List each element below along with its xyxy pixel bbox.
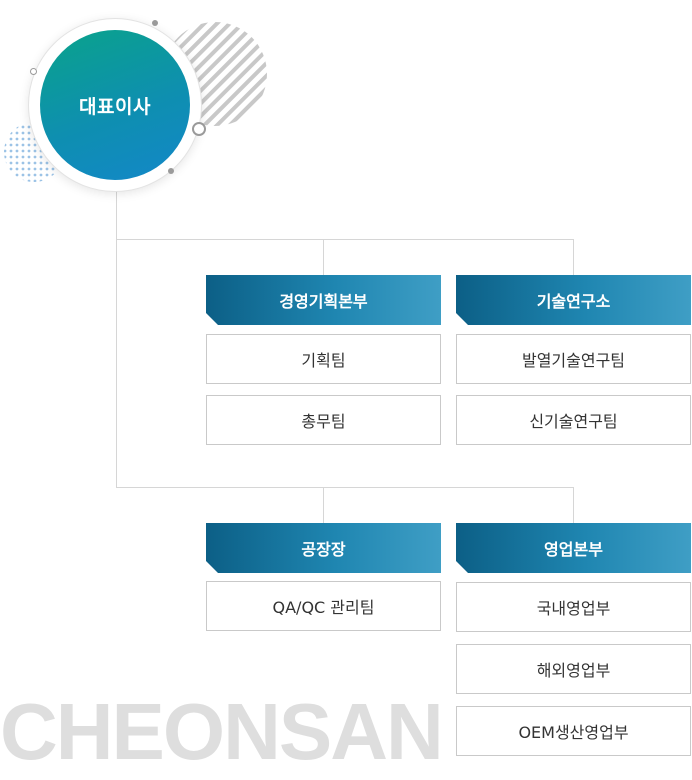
ring-dot-bottom [168, 168, 174, 174]
dept-header-factory: 공장장 [206, 523, 441, 573]
connector-row2 [116, 487, 574, 488]
connector-row1 [116, 239, 574, 240]
ring-dot-left [30, 68, 37, 75]
team-box: 발열기술연구팀 [456, 334, 691, 384]
connector-row1-drop-right [573, 239, 574, 275]
ceo-label: 대표이사 [79, 95, 151, 118]
team-box: 신기술연구팀 [456, 395, 691, 445]
watermark-logo: CHEONSAN [0, 687, 444, 776]
team-box: OEM생산영업부 [456, 706, 691, 756]
team-box: 국내영업부 [456, 582, 691, 632]
ceo-node: 대표이사 [0, 0, 280, 200]
connector-row2-drop-left [323, 487, 324, 523]
team-box: 총무팀 [206, 395, 441, 445]
dept-header-research: 기술연구소 [456, 275, 691, 325]
team-box: 기획팀 [206, 334, 441, 384]
dept-header-sales: 영업본부 [456, 523, 691, 573]
dept-header-management: 경영기획본부 [206, 275, 441, 325]
ring-dot-right [192, 122, 206, 136]
connector-row2-drop-right [573, 487, 574, 523]
ring-dot-top [152, 20, 158, 26]
connector-trunk [116, 180, 117, 488]
ceo-circle: 대표이사 [40, 30, 190, 180]
connector-row1-drop-left [323, 239, 324, 275]
team-box: 해외영업부 [456, 644, 691, 694]
team-box: QA/QC 관리팀 [206, 581, 441, 631]
